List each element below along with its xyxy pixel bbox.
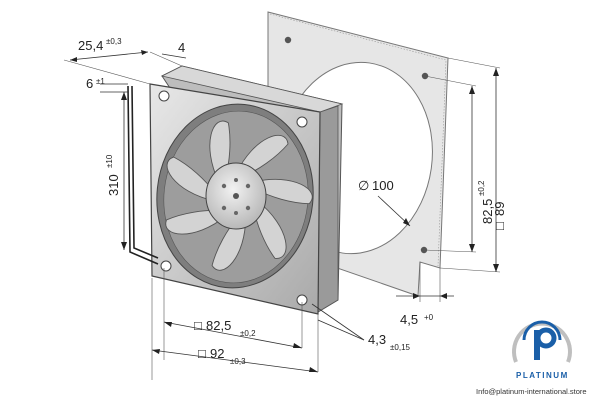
dim-lead-offset — [100, 83, 128, 93]
tol-lead-offset: ±1 — [96, 77, 105, 86]
label-lead-length: 310 — [106, 174, 121, 196]
label-hole-spacing: 82,5 — [206, 318, 231, 333]
label-depth: 25,4 — [78, 38, 103, 53]
tol-guard-hole-spacing: ±0,2 — [477, 180, 486, 196]
label-outer: 92 — [210, 346, 224, 361]
tol-depth: ±0,3 — [106, 37, 122, 46]
lead-wire — [127, 85, 159, 265]
dim-hole-diameter — [311, 303, 365, 341]
label-guard-outer: 89 — [492, 202, 507, 216]
dim-labels: 25,4 ±0,3 4 6 ±1 310 ±10 □ 82,5 ±0,2 □ 9… — [78, 37, 507, 366]
tol-lead-length: ±10 — [105, 154, 114, 168]
tol-hole-diameter: ±0,15 — [390, 343, 411, 352]
dim-right — [423, 57, 501, 273]
label-guard-gap: 4,5 — [400, 312, 418, 327]
label-flange: 4 — [178, 40, 185, 55]
brand-site: Info@platinum-international.store — [476, 387, 587, 396]
sym-square-3: □ — [492, 222, 507, 230]
sym-square-2: □ — [198, 346, 206, 361]
dim-guard-gap — [396, 262, 454, 302]
tol-guard-gap: +0 — [424, 313, 434, 322]
platinum-logo: PLATINUM — [512, 320, 572, 380]
label-hole-diameter: 4,3 — [368, 332, 386, 347]
brand-name: PLATINUM — [516, 371, 569, 380]
tol-hole-spacing: ±0,2 — [240, 329, 256, 338]
dim-guard-diameter — [377, 195, 411, 227]
dim-depth — [63, 50, 187, 85]
label-guard-hole-spacing: 82,5 — [480, 199, 495, 224]
label-lead-offset: 6 — [86, 76, 93, 91]
dim-bottom — [151, 268, 319, 380]
dim-lead-length — [121, 92, 127, 250]
sym-diameter: ∅ — [358, 178, 369, 193]
tol-outer: ±0,3 — [230, 357, 246, 366]
label-guard-diameter: 100 — [372, 178, 394, 193]
impeller — [165, 120, 313, 271]
sym-square-1: □ — [194, 318, 202, 333]
